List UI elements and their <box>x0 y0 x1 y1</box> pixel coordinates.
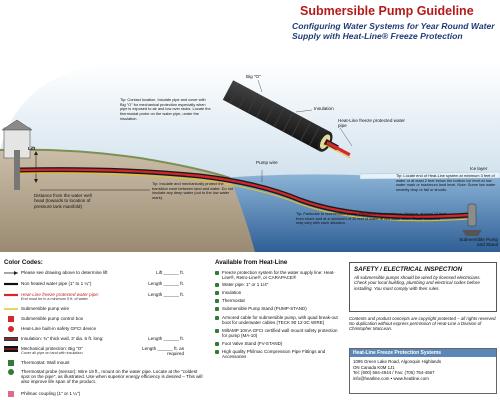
safety-text: All submersible pumps should be wired by… <box>354 275 481 291</box>
pump-wire-path <box>19 172 471 222</box>
color-code-row: Please see drawing above to determine li… <box>4 270 184 281</box>
bullet-icon <box>215 307 219 311</box>
ice-layer-shape <box>359 171 500 180</box>
black-pipe-swatch <box>4 281 18 287</box>
lift-arrow-icon <box>4 270 18 276</box>
available-item: High quality Philmac Compression Pipe Fi… <box>215 349 343 359</box>
pump-wire-label: Pump wire <box>256 160 278 165</box>
available-item: Insulation <box>215 290 343 295</box>
bullet-icon <box>215 291 219 295</box>
control-box-icon <box>4 316 18 322</box>
bullet-icon <box>215 342 219 346</box>
big-o-label: Big "O" <box>246 74 261 79</box>
distance-label: Distance from the water well head (towar… <box>34 193 92 209</box>
bullet-icon <box>215 350 219 354</box>
contact-address: 1095 Green Lake Road, Algonquin Highland… <box>353 359 442 364</box>
lift-label: Lift <box>28 146 36 151</box>
heatline-label: Heat-Line freeze protected water pipe <box>338 118 405 129</box>
page-title: Submersible Pump Guideline <box>300 4 474 18</box>
thermostat-probe-icon <box>4 369 18 375</box>
big-o-swatch <box>4 346 18 352</box>
color-code-row: Thermostat: Wall mount <box>4 360 184 371</box>
ice-layer-label: Ice layer <box>470 166 488 171</box>
available-item: Foot Valve Stand (FV-STAND) <box>215 341 343 346</box>
available-item: Thermostat <box>215 298 343 303</box>
tip-end-location: Tip: Locate end of Heat-Line system at m… <box>396 173 496 193</box>
philmac-coupling-icon <box>4 391 18 397</box>
color-code-row: Thermostat probe (sensor): Wire 19 ft., … <box>4 369 204 391</box>
available-item: Armored cable for submersible pump, with… <box>215 315 343 325</box>
tip-contact-location: Tip: Contact location. Insulate pipe and… <box>120 97 211 121</box>
available-item: Water pipe: 1" or 1 1/4" <box>215 282 343 287</box>
color-code-row: Non heated water pipe (1" to 1 ¼") Lengt… <box>4 281 184 292</box>
tip-transition-zone: Tip: Insulate and mechanically protect t… <box>152 181 234 201</box>
contact-city: ON Canada K0M 1J1 <box>353 364 395 370</box>
color-code-row: Submersible pump control box <box>4 316 184 327</box>
bullet-icon <box>215 283 219 287</box>
contact-web-link[interactable]: info@heatline.com • www.heatline.com <box>353 375 429 381</box>
color-code-row: Mechanical protection: Big "O"Cover all … <box>4 346 184 358</box>
available-heading: Available from Heat-Line <box>215 259 288 266</box>
pump-stand-label: Submersible Pump and Stand <box>459 237 498 248</box>
color-code-row: Philmac coupling (1" or 1 ¼") <box>4 391 184 400</box>
submersible-pump <box>467 203 477 227</box>
available-item: Submersible Pump Stand (PUMP-STAND) <box>215 306 343 311</box>
available-item: MiltAMP 10mA GFCI certified wall mount s… <box>215 328 343 338</box>
color-code-row: Heat-Line freeze protected water pipe:En… <box>4 292 184 304</box>
copyright-notice: Contents and product concepts are copyri… <box>349 316 497 332</box>
bullet-icon <box>215 316 219 320</box>
contact-box: Heat-Line Freeze Protection Systems 1095… <box>349 348 497 394</box>
page-subtitle: Configuring Water Systems for Year Round… <box>292 21 495 41</box>
pipe-cutaway <box>222 80 351 159</box>
contact-company: Heat-Line Freeze Protection Systems <box>350 349 496 357</box>
color-code-row: Insulation: ¾" thick wall, 3' dia. 6 ft.… <box>4 336 184 347</box>
red-heatline-swatch <box>4 292 18 298</box>
contact-phone: Tel: (800) 584-4944 / Fax: (705) 754-456… <box>353 370 435 376</box>
insulation-swatch <box>4 336 18 342</box>
tip-pump-distance: Tip: Particular to submersible pump: Rec… <box>296 211 446 226</box>
bullet-icon <box>215 329 219 333</box>
color-code-row: Heat-Line built-in safety GFCI device <box>4 326 184 337</box>
gfci-icon <box>4 326 18 332</box>
available-item: Freeze protection system for the water s… <box>215 270 343 280</box>
bullet-icon <box>215 299 219 303</box>
bullet-icon <box>215 271 219 275</box>
installation-diagram <box>0 62 500 252</box>
color-codes-heading: Color Codes: <box>4 259 43 266</box>
yellow-wire-swatch <box>4 306 18 312</box>
color-code-row: Submersible pump wire <box>4 306 184 317</box>
safety-inspection-box: SAFETY / ELECTRICAL INSPECTION All subme… <box>349 262 497 312</box>
safety-title: SAFETY / ELECTRICAL INSPECTION <box>354 266 463 273</box>
insulation-label: Insulation <box>314 106 334 111</box>
thermostat-icon <box>4 360 18 366</box>
